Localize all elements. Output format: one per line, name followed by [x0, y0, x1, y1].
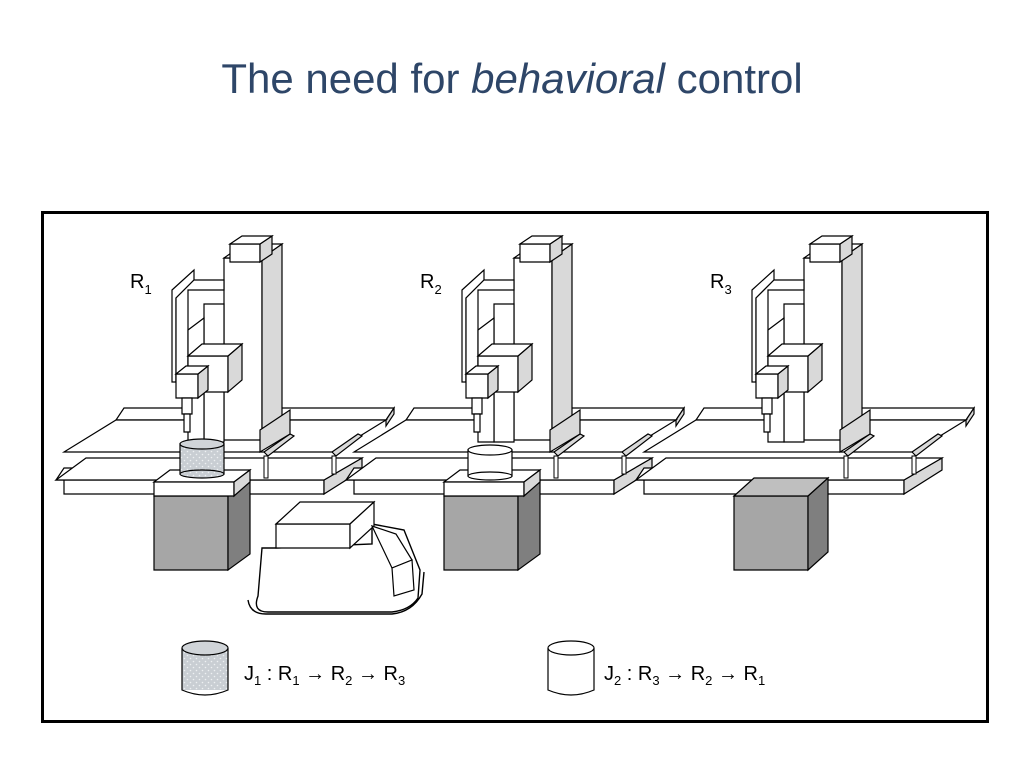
machine-r1 — [55, 235, 395, 495]
robot-label-r1: R1 — [130, 271, 152, 297]
title-part1: The need for — [221, 55, 472, 102]
pedestal-r3 — [732, 476, 830, 572]
workpiece-j2-on-r2 — [467, 444, 513, 481]
pedestal-r1 — [153, 469, 251, 571]
legend-j1-text: J1 : R1 → R2 → R3 — [244, 663, 405, 688]
title-part2: control — [664, 55, 803, 102]
robot-label-r2: R2 — [420, 271, 442, 297]
page-title: The need for behavioral control — [0, 55, 1024, 103]
robot-label-r3: R3 — [710, 271, 732, 297]
pedestal-r2 — [443, 469, 541, 571]
legend-j1-icon — [181, 640, 229, 696]
legend-j2-icon — [547, 640, 595, 696]
legend-j2-text: J2 : R3 → R2 → R1 — [604, 663, 765, 688]
transport-vehicle — [247, 500, 425, 615]
title-emphasis: behavioral — [471, 55, 665, 102]
workpiece-j1-on-r1 — [179, 438, 225, 479]
machine-r2 — [345, 235, 685, 495]
machine-r3 — [635, 235, 975, 495]
